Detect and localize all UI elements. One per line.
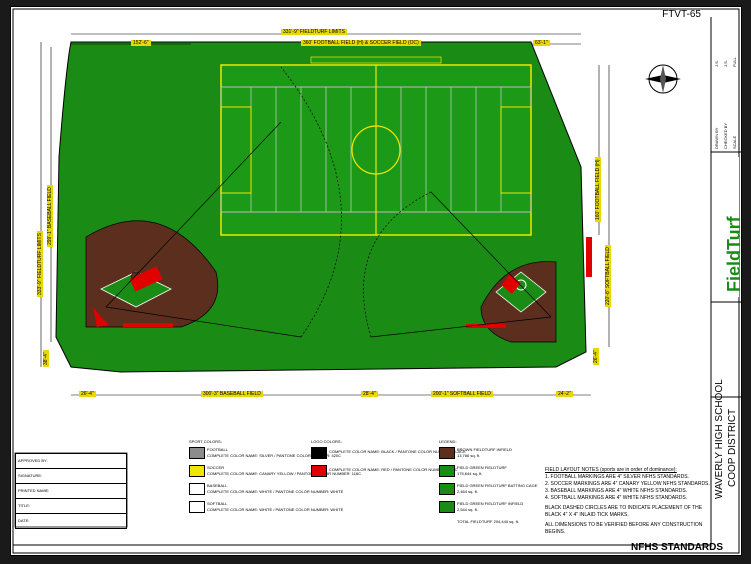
dim-left-small: 38'-4": [43, 350, 49, 367]
swatch-football: [189, 447, 205, 459]
legend-green-area: 175,644 sq. ft.: [457, 471, 483, 476]
swatch-cage: [439, 483, 455, 495]
swatch-red: [311, 465, 327, 477]
legend-cage-area: 2,464 sq. ft.: [457, 489, 478, 494]
notes-heading: FIELD LAYOUT NOTES (sports are in order …: [545, 467, 677, 473]
dim-right-offset: 63'-1": [533, 40, 550, 46]
approval-row: TITLE:: [16, 499, 126, 514]
tb-val-scale: FULL: [732, 57, 737, 67]
note-item: 3. BASEBALL MARKINGS ARE 4" WHITE NFHS S…: [545, 488, 688, 494]
drawing-sheet: FTVT-65 331'-9" FIELDTURF LIMITS 360' FO…: [10, 6, 744, 556]
baseball-dugout-mark: [123, 323, 173, 327]
legend-green-label: FIELD GREEN FIELDTURF: [457, 465, 507, 470]
legend-brown-label: BROWN FIELDTURF INFIELD: [457, 447, 512, 452]
sport-soccer-label: SOCCER: [207, 465, 225, 470]
dim-softball-field: 200'-1" SOFTBALL FIELD: [431, 391, 493, 397]
approval-row: PRINTED NAME:: [16, 484, 126, 499]
sport-football-label: FOOTBALL: [207, 447, 228, 452]
dim-baseball-field: 300'-3" BASEBALL FIELD: [201, 391, 263, 397]
sport-baseball-detail: COMPLETE COLOR NAME: WHITE / PANTONE COL…: [207, 489, 344, 494]
sport-baseball-label: BASEBALL: [207, 483, 228, 488]
tb-row-checked: CHECKED BY: [723, 122, 728, 149]
swatch-green-infield: [439, 501, 455, 513]
dim-baseball-height: 299'-1" BASEBALL FIELD: [47, 185, 53, 247]
swatch-soccer: [189, 465, 205, 477]
standards-label: NFHS STANDARDS: [631, 542, 724, 553]
dim-overall-width: 331'-9" FIELDTURF LIMITS: [281, 29, 347, 35]
district-name: COOP DISTRICT: [727, 408, 738, 487]
fieldturf-logo: FieldTurf: [724, 216, 744, 292]
note-circles: BLACK DASHED CIRCLES ARE TO INDICATE PLA…: [545, 505, 703, 518]
swatch-baseball: [189, 483, 205, 495]
dim-mid-gap: 28'-4": [361, 391, 378, 397]
field-plan: [12, 8, 741, 554]
sport-softball-detail: COMPLETE COLOR NAME: WHITE / PANTONE COL…: [207, 507, 344, 512]
sport-softball-label: SOFTBALL: [207, 501, 228, 506]
softball-dugout-mark: [466, 324, 506, 328]
dim-football-soccer: 360' FOOTBALL FIELD (H) & SOCCER FIELD (…: [301, 40, 421, 46]
dim-softball-height: 220'-8" SOFTBALL FIELD: [605, 245, 611, 307]
tb-val-drawn: J.S.: [714, 60, 719, 67]
baseball-logo: [129, 266, 163, 292]
tb-row-scale: SCALE: [732, 135, 737, 149]
tb-val-checked: J.S.: [723, 60, 728, 67]
baseball-home-logo: [93, 307, 109, 327]
note-item: 4. SOFTBALL MARKINGS ARE 4" WHITE NFHS S…: [545, 495, 688, 501]
swatch-green: [439, 465, 455, 477]
sheet-code: FTVT-65: [662, 9, 701, 20]
left-penalty-box: [220, 106, 252, 194]
approval-block: APPROVED BY: SIGNATURE: PRINTED NAME: TI…: [15, 453, 127, 529]
logo-colors-heading: LOGO COLORS:: [311, 439, 342, 444]
center-circle: [351, 125, 401, 175]
legend-infield-label: FIELD GREEN FIELDTURF INFIELD: [457, 501, 524, 506]
softball-side-mark: [586, 237, 592, 277]
legend-total: TOTAL FIELDTURF 204,440 sq. ft.: [457, 519, 519, 524]
approval-row: SIGNATURE:: [16, 469, 126, 484]
legend-infield-area: 2,544 sq. ft.: [457, 507, 478, 512]
softball-logo: [501, 274, 521, 294]
right-penalty-box: [500, 106, 532, 194]
north-arrow-icon: [645, 64, 681, 94]
fieldturf-logo-bg: [723, 157, 739, 297]
sport-football-detail: COMPLETE COLOR NAME: SILVER / PANTONE CO…: [207, 453, 342, 458]
dim-bottom-left: 26'-4": [79, 391, 96, 397]
note-item: 2. SOCCER MARKINGS ARE 4" CANARY YELLOW …: [545, 481, 710, 487]
field-layout-notes: FIELD LAYOUT NOTES (sports are in order …: [545, 467, 715, 536]
foul-lines: [105, 66, 552, 338]
note-item: 1. FOOTBALL MARKINGS ARE 4" SILVER NFHS …: [545, 474, 689, 480]
logo-red-detail: COMPLETE COLOR NAME: RED / PANTONE COLOR…: [329, 467, 458, 472]
logo-black-detail: COMPLETE COLOR NAME: BLACK / PANTONE COL…: [329, 449, 466, 454]
note-verify: ALL DIMENSIONS TO BE VERIFIED BEFORE ANY…: [545, 522, 703, 535]
sport-soccer-detail: COMPLETE COLOR NAME: CANARY YELLOW / PAN…: [207, 471, 362, 476]
approval-row: APPROVED BY:: [16, 454, 126, 469]
legend-brown-area: 13,766 sq. ft.: [457, 453, 481, 458]
swatch-black: [311, 447, 327, 459]
legend-heading: LEGEND:: [439, 439, 457, 444]
swatch-brown: [439, 447, 455, 459]
tb-row-drawn: DRAWN BY: [714, 127, 719, 149]
dim-bottom-right: 24'-2": [556, 391, 573, 397]
dim-football-height: 160' FOOTBALL FIELD (H): [595, 157, 601, 222]
team-box-top: [310, 56, 442, 64]
sport-colors-heading: SPORT COLORS:: [189, 439, 222, 444]
legend-cage-label: FIELD GREEN FIELDTURF BATTING CAGE: [457, 483, 538, 488]
approval-row: DATE:: [18, 518, 30, 523]
swatch-softball: [189, 501, 205, 513]
school-name: WAVERLY HIGH SCHOOL: [714, 379, 725, 499]
dim-right-small: 26'-4": [593, 348, 599, 365]
dim-left-offset: 152'-6": [131, 40, 151, 46]
dim-overall-height: 333'-9" FIELDTURF LIMITS: [37, 231, 43, 297]
